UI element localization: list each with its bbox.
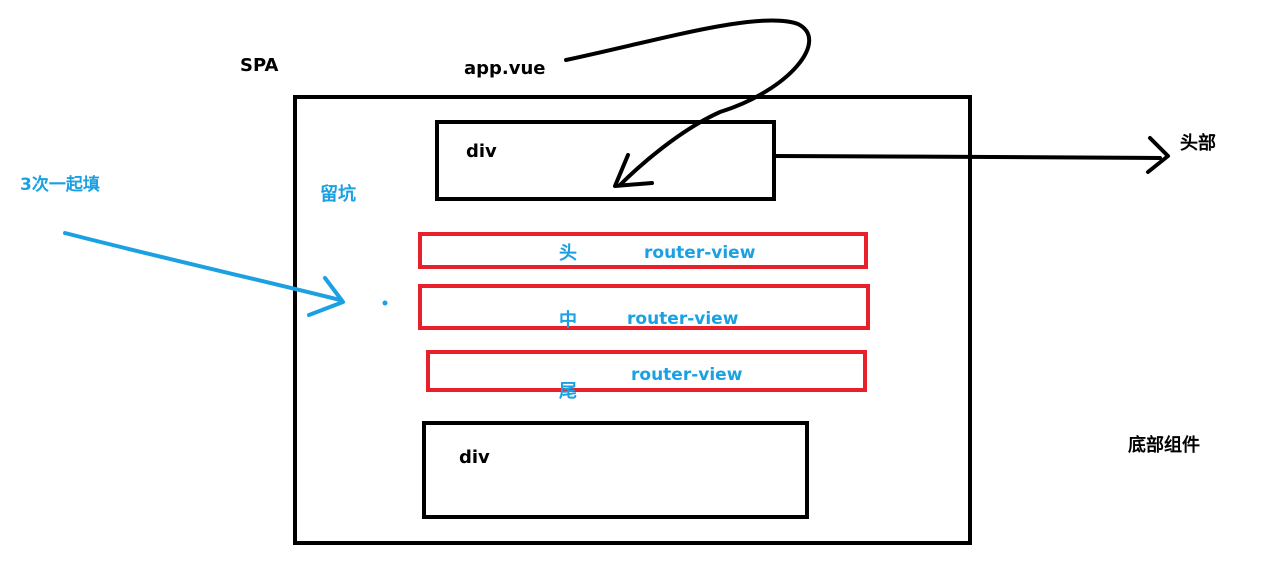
router-view-label-3: router-view — [631, 365, 743, 385]
router-view-box-1 — [418, 232, 868, 269]
arrow-fill-three-times — [63, 231, 345, 317]
footer-component-label: 底部组件 — [1128, 435, 1200, 456]
placeholder-label: 留坑 — [320, 184, 356, 205]
app-vue-label: app.vue — [464, 58, 546, 79]
router-view-box-3 — [426, 350, 867, 392]
placeholder-dot — [382, 300, 388, 306]
router-view-label-1: router-view — [644, 243, 756, 263]
head-part-label: 头部 — [1180, 133, 1216, 154]
slot-tail-label: 尾 — [559, 381, 577, 402]
router-view-label-2: router-view — [627, 309, 739, 329]
spa-label: SPA — [240, 55, 279, 76]
arrow-from-app-vue — [564, 18, 812, 188]
slot-head-label: 头 — [559, 243, 577, 264]
arrow-to-head-part — [772, 136, 1170, 174]
footer-div-box — [422, 421, 809, 519]
fill-three-times-label: 3次一起填 — [20, 175, 100, 195]
footer-div-label: div — [459, 447, 490, 468]
router-view-box-2 — [418, 284, 870, 330]
slot-middle-label: 中 — [559, 310, 577, 331]
header-div-label: div — [466, 141, 497, 162]
app-container-box — [293, 95, 972, 545]
header-div-box — [435, 120, 776, 201]
